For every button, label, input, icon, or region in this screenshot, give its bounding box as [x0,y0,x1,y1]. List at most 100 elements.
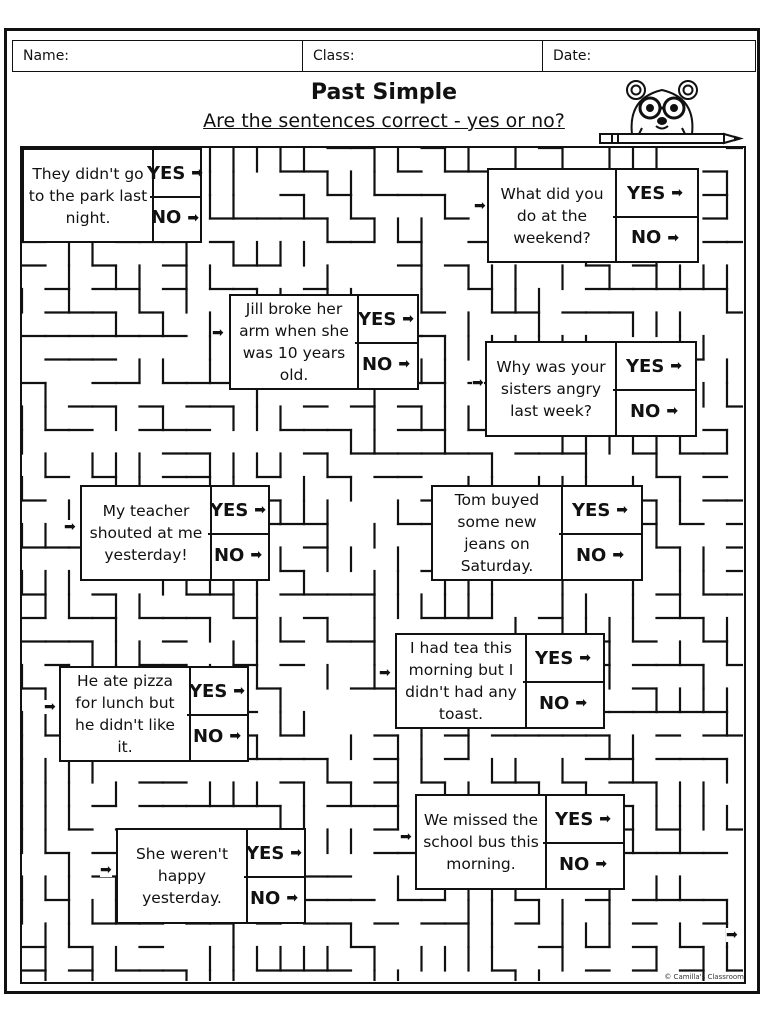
yes-option-10[interactable]: YES ➡ [244,830,304,878]
date-label: Date: [553,48,592,64]
yes-option-2[interactable]: YES ➡ [613,170,697,218]
question-box-4: Why was your sisters angry last week? YE… [485,341,697,437]
no-option-7[interactable]: NO ➡ [523,679,603,727]
entry-arrow-3: ➡ [212,325,224,341]
page-title: Past Simple [310,80,458,105]
right-arrow-icon: ➡ [398,356,411,372]
class-label: Class: [313,48,355,64]
subtitle-text: Are the sentences correct - yes or no? [203,110,565,132]
class-field[interactable]: Class: [303,41,543,71]
right-arrow-icon: ➡ [616,502,629,518]
right-arrow-icon: ➡ [579,650,592,666]
bear-with-glasses-on-pencil-icon [599,80,744,145]
yes-option-4[interactable]: YES➡ [613,343,695,391]
right-arrow-icon: ➡ [666,403,679,419]
no-label: NO [630,227,662,248]
date-field[interactable]: Date: [543,41,755,71]
no-option-2[interactable]: NO ➡ [613,214,697,261]
right-arrow-icon: ➡ [286,890,299,906]
no-option-1[interactable]: NO ➡ [150,194,200,241]
no-label: NO [538,692,570,714]
no-label: NO [629,400,661,422]
yes-label: YES [188,680,228,702]
question-box-6: Tom buyed some new jeans on Saturday. YE… [431,485,643,581]
no-option-5[interactable]: NO ➡ [208,531,268,579]
right-arrow-icon: ➡ [187,209,200,226]
question-box-7: I had tea this morning but I didn't had … [395,633,605,729]
copyright-notice: © Camilla's Classroom [664,973,744,981]
question-text-10: She weren't happy yesterday. [118,830,248,922]
right-arrow-icon: ➡ [233,683,246,699]
entry-arrow-8: ➡ [44,699,56,715]
question-text-8: He ate pizza for lunch but he didn't lik… [61,668,191,760]
student-info-header: Name: Class: Date: [12,40,756,72]
no-label: NO [558,853,590,875]
entry-arrow-9: ➡ [400,829,412,845]
yes-option-9[interactable]: YES ➡ [543,796,623,844]
no-option-3[interactable]: NO ➡ [355,340,417,388]
maze: They didn't go to the park last night. Y… [20,146,746,984]
yes-label: YES [625,355,665,377]
no-label: NO [192,725,224,747]
question-box-3: Jill broke her arm when she was 10 years… [229,294,419,390]
no-label: NO [213,544,245,566]
question-text-3: Jill broke her arm when she was 10 years… [231,296,359,388]
yes-label: YES [571,499,611,521]
question-text-7: I had tea this morning but I didn't had … [397,635,527,727]
question-text-1: They didn't go to the park last night. [24,150,154,241]
page-subtitle: Are the sentences correct - yes or no? [0,110,768,132]
yes-label: YES [554,808,594,830]
name-field[interactable]: Name: [13,41,303,71]
right-arrow-icon: ➡ [667,229,680,246]
yes-label: YES [146,162,186,184]
question-text-5: My teacher shouted at me yesterday! [82,487,212,579]
entry-arrow-7: ➡ [379,665,391,681]
question-text-4: Why was your sisters angry last week? [487,343,617,435]
no-label: NO [150,207,182,228]
entry-arrow-2: ➡ [474,198,486,214]
no-option-6[interactable]: NO ➡ [559,531,641,579]
yes-option-1[interactable]: YES ➡ [146,150,204,198]
right-arrow-icon: ➡ [250,547,263,563]
no-option-10[interactable]: NO ➡ [244,874,304,922]
right-arrow-icon: ➡ [599,811,612,827]
right-arrow-icon: ➡ [229,728,242,744]
question-box-1: They didn't go to the park last night. Y… [22,148,204,243]
question-box-5: My teacher shouted at me yesterday! YES➡… [80,485,270,581]
no-label: NO [361,353,393,375]
no-option-8[interactable]: NO ➡ [187,712,247,760]
no-option-9[interactable]: NO➡ [543,840,623,888]
right-arrow-icon: ➡ [402,311,415,327]
yes-option-8[interactable]: YES ➡ [187,668,247,716]
right-arrow-icon: ➡ [575,695,588,711]
yes-label: YES [209,499,249,521]
question-box-8: He ate pizza for lunch but he didn't lik… [59,666,249,762]
yes-option-5[interactable]: YES➡ [208,487,268,535]
entry-arrow-4: ➡ [472,375,484,391]
yes-label: YES [245,842,285,864]
question-text-6: Tom buyed some new jeans on Saturday. [433,487,563,579]
right-arrow-icon: ➡ [191,165,204,181]
no-label: NO [249,887,281,909]
question-text-2: What did you do at the weekend? [489,170,617,261]
right-arrow-icon: ➡ [671,185,684,201]
yes-option-6[interactable]: YES ➡ [559,487,641,535]
question-box-10: She weren't happy yesterday. YES ➡ NO ➡ [116,828,306,924]
yes-label: YES [626,182,666,204]
worksheet-frame [4,28,760,994]
question-box-9: We missed the school bus this morning. Y… [415,794,625,890]
no-option-4[interactable]: NO ➡ [613,387,695,435]
yes-label: YES [534,647,574,669]
question-text-9: We missed the school bus this morning. [417,796,547,888]
yes-option-7[interactable]: YES ➡ [523,635,603,683]
maze-exit-arrow: ➡ [726,927,738,943]
no-label: NO [575,544,607,566]
entry-arrow-5: ➡ [64,519,76,535]
question-box-2: What did you do at the weekend? YES ➡ NO ➡ [487,168,699,263]
entry-arrow-10: ➡ [100,862,112,878]
right-arrow-icon: ➡ [290,845,303,861]
right-arrow-icon: ➡ [612,547,625,563]
yes-option-3[interactable]: YES ➡ [355,296,417,344]
name-label: Name: [23,48,70,64]
yes-label: YES [357,308,397,330]
